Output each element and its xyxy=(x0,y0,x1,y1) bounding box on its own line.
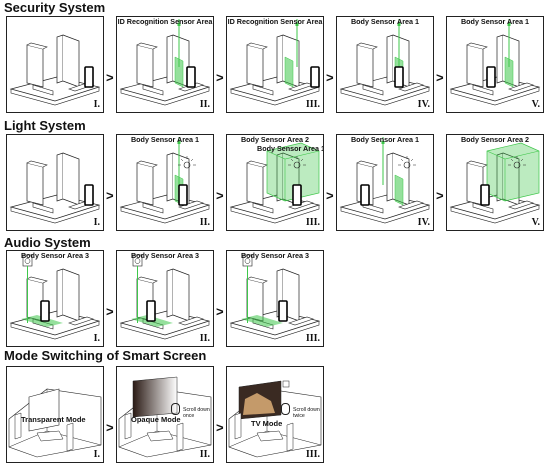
audio-panel-numeral: I. xyxy=(93,333,100,344)
mode-panel-numeral: I. xyxy=(93,449,100,460)
step-arrow: > xyxy=(326,188,334,203)
audio-panel-label: Body Sensor Area 3 xyxy=(130,251,200,260)
security-panel-numeral: IV. xyxy=(417,99,430,110)
scroll-note: Scroll down once xyxy=(183,407,210,419)
mode-panel-numeral: II. xyxy=(199,449,210,460)
light-panel-label: Body Sensor Area 2 xyxy=(460,135,530,144)
audio-panel-label: Body Sensor Area 3 xyxy=(20,251,90,260)
step-arrow: > xyxy=(216,70,224,85)
light-panel-5: Body Sensor Area 2 V. xyxy=(446,134,544,231)
step-arrow: > xyxy=(106,420,114,435)
step-arrow: > xyxy=(326,70,334,85)
step-arrow: > xyxy=(216,188,224,203)
light-panel-4: Body Sensor Area 1 IV. xyxy=(336,134,434,231)
section-title-light: Light System xyxy=(4,118,86,133)
light-panel-2: Body Sensor Area 1 II. xyxy=(116,134,214,231)
light-panel-numeral: II. xyxy=(199,217,210,228)
audio-panel-1: Body Sensor Area 3 I. xyxy=(6,250,104,347)
security-panel-1: I. xyxy=(6,16,104,113)
audio-panel-3: Body Sensor Area 3 III. xyxy=(226,250,324,347)
audio-panel-numeral: III. xyxy=(305,333,320,344)
step-arrow: > xyxy=(216,304,224,319)
section-title-mode: Mode Switching of Smart Screen xyxy=(4,348,207,363)
mode-panel-numeral: III. xyxy=(305,449,320,460)
light-panel-label: Body Sensor Area 1 xyxy=(130,135,200,144)
scroll-note: Scroll down twice xyxy=(293,407,320,419)
security-panel-label: Body Sensor Area 1 xyxy=(460,17,530,26)
light-panel-numeral: V. xyxy=(531,217,540,228)
step-arrow: > xyxy=(436,70,444,85)
mode-label: Opaque Mode xyxy=(131,415,181,424)
section-title-audio: Audio System xyxy=(4,235,91,250)
security-panel-label: Body Sensor Area 1 xyxy=(350,17,420,26)
security-panel-4: Body Sensor Area 1 IV. xyxy=(336,16,434,113)
security-panel-label: ID Recognition Sensor Area xyxy=(227,17,323,26)
light-panel-label: Body Sensor Area 1 xyxy=(350,135,420,144)
security-panel-numeral: I. xyxy=(93,99,100,110)
step-arrow: > xyxy=(106,188,114,203)
mode-label: TV Mode xyxy=(251,419,283,428)
audio-panel-label: Body Sensor Area 3 xyxy=(240,251,310,260)
light-panel-label: Body Sensor Area 2 xyxy=(240,135,310,144)
light-panel-1: I. xyxy=(6,134,104,231)
audio-panel-2: Body Sensor Area 3 II. xyxy=(116,250,214,347)
step-arrow: > xyxy=(216,420,224,435)
mouse-icon xyxy=(171,403,180,415)
step-arrow: > xyxy=(106,70,114,85)
mouse-icon xyxy=(281,403,290,415)
section-title-security: Security System xyxy=(4,0,106,15)
light-panel-numeral: I. xyxy=(93,217,100,228)
security-panel-numeral: II. xyxy=(199,99,210,110)
security-panel-numeral: V. xyxy=(531,99,540,110)
step-arrow: > xyxy=(106,304,114,319)
security-panel-numeral: III. xyxy=(305,99,320,110)
security-panel-label: ID Recognition Sensor Area xyxy=(117,17,213,26)
audio-panel-numeral: II. xyxy=(199,333,210,344)
light-panel-numeral: III. xyxy=(305,217,320,228)
mode-label: Transparent Mode xyxy=(21,415,86,424)
light-panel-label-extra: Body Sensor Area 1 xyxy=(257,144,324,153)
light-panel-numeral: IV. xyxy=(417,217,430,228)
security-panel-5: Body Sensor Area 1 V. xyxy=(446,16,544,113)
step-arrow: > xyxy=(436,188,444,203)
